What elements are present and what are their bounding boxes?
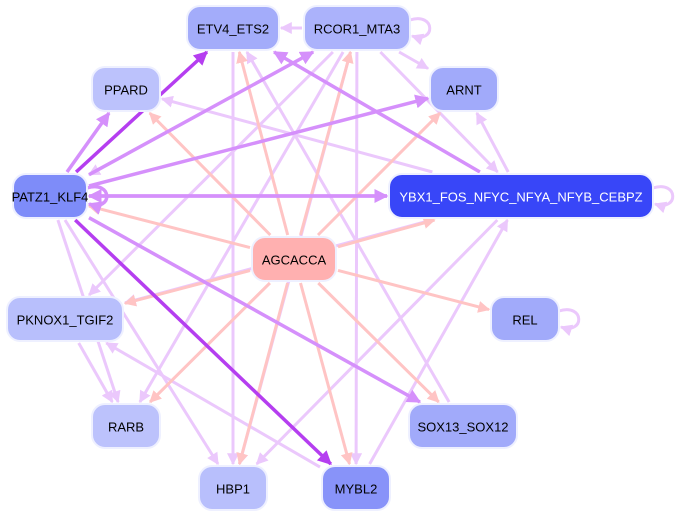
node-patz1-klf4[interactable]: PATZ1_KLF4 xyxy=(12,173,89,219)
edge-agcacca-to-mybl2 xyxy=(299,282,353,466)
node-box xyxy=(321,465,391,511)
edge-patz1_klf4-to-sox13_sox12 xyxy=(88,216,422,404)
node-hbp1[interactable]: HBP1 xyxy=(198,465,268,511)
node-box xyxy=(6,296,124,342)
edge-ybx1-to-ybx1 xyxy=(652,185,675,214)
edge-patz1_klf4-to-arnt xyxy=(88,94,430,188)
edge-patz1_klf4-to-mybl2 xyxy=(73,218,333,466)
node-label: ARNT xyxy=(446,83,481,98)
edge-rcor1_mta3-to-ybx1 xyxy=(379,50,499,174)
edge-sox13_sox12-to-etv4_ets2 xyxy=(245,50,451,403)
node-etv4-ets2[interactable]: ETV4_ETS2 xyxy=(186,5,280,51)
node-pknox1-tgif2[interactable]: PKNOX1_TGIF2 xyxy=(6,296,124,342)
edge-agcacca-to-rel xyxy=(337,268,491,313)
node-mybl2[interactable]: MYBL2 xyxy=(321,465,391,511)
node-arnt[interactable]: ARNT xyxy=(429,66,499,112)
node-box xyxy=(429,66,499,112)
node-sox13-sox12[interactable]: SOX13_SOX12 xyxy=(408,403,518,449)
edge-agcacca-to-patz1_klf4 xyxy=(87,202,251,250)
node-rarb[interactable]: RARB xyxy=(91,403,161,449)
edge-rcor1_mta3-to-mybl2 xyxy=(350,51,363,466)
edge-rcor1_mta3-to-arnt xyxy=(398,50,430,70)
node-label: RARB xyxy=(108,420,144,435)
edge-ybx1-to-etv4_ets2 xyxy=(272,50,481,174)
node-box xyxy=(91,66,161,112)
edge-rel-to-rel xyxy=(558,308,581,337)
node-box xyxy=(186,5,280,51)
edge-agcacca-to-sox13_sox12 xyxy=(317,281,440,404)
edge-mybl2-to-pknox1_tgif2 xyxy=(105,341,321,469)
edge-agcacca-to-ppard xyxy=(148,111,272,237)
edge-patz1_klf4-to-hbp1 xyxy=(63,219,220,466)
edge-ybx1-to-arnt xyxy=(475,111,510,173)
edge-rcor1_mta3-to-rarb xyxy=(138,51,345,404)
node-box xyxy=(198,465,268,511)
node-label: RCOR1_MTA3 xyxy=(314,22,400,37)
node-label: REL xyxy=(512,313,537,328)
node-agcacca[interactable]: AGCACCA xyxy=(251,236,337,282)
node-label: PPARD xyxy=(104,83,148,98)
node-rel[interactable]: REL xyxy=(490,296,560,342)
node-rcor1-mta3[interactable]: RCOR1_MTA3 xyxy=(303,5,411,51)
node-label: AGCACCA xyxy=(262,253,327,268)
node-label: ETV4_ETS2 xyxy=(197,22,269,37)
node-label: PKNOX1_TGIF2 xyxy=(17,313,114,328)
edges-layer xyxy=(56,17,675,469)
edge-agcacca-to-hbp1 xyxy=(236,282,290,466)
edge-pknox1_tgif2-to-rarb xyxy=(77,342,114,404)
node-box xyxy=(388,173,654,219)
node-box xyxy=(12,173,88,219)
edge-agcacca-to-pknox1_tgif2 xyxy=(123,269,251,307)
edge-agcacca-to-etv4_ets2 xyxy=(236,50,290,236)
node-ybx1[interactable]: YBX1_FOS_NFYC_NFYA_NFYB_CEBPZ xyxy=(388,173,654,219)
edge-agcacca-to-rarb xyxy=(149,281,271,404)
edge-agcacca-to-rcor1_mta3 xyxy=(299,50,354,236)
edge-patz1_klf4-to-rcor1_mta3 xyxy=(88,50,315,177)
node-label: SOX13_SOX12 xyxy=(417,420,508,435)
node-label: YBX1_FOS_NFYC_NFYA_NFYB_CEBPZ xyxy=(399,190,642,205)
edge-agcacca-to-arnt xyxy=(316,111,442,237)
node-box xyxy=(303,5,411,51)
node-label: HBP1 xyxy=(216,482,250,497)
node-box xyxy=(490,296,560,342)
edge-rcor1_mta3-to-rcor1_mta3 xyxy=(409,17,432,46)
node-box xyxy=(408,403,518,449)
node-box xyxy=(251,236,337,282)
edge-agcacca-to-ybx1 xyxy=(337,217,436,249)
node-label: PATZ1_KLF4 xyxy=(12,190,89,205)
node-label: MYBL2 xyxy=(335,482,378,497)
node-box xyxy=(91,403,161,449)
node-ppard[interactable]: PPARD xyxy=(91,66,161,112)
edge-mybl2-to-ybx1 xyxy=(368,218,509,465)
edge-patz1_klf4-to-ppard xyxy=(65,111,111,174)
